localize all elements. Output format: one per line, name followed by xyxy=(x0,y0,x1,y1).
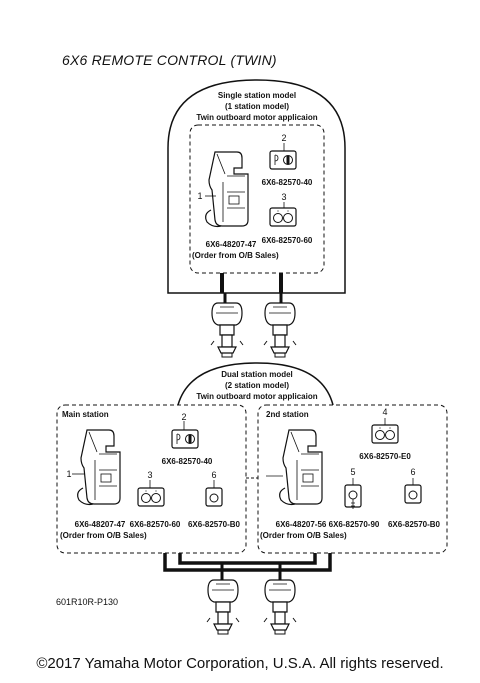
single-station-heading-2: (1 station model) xyxy=(224,102,289,111)
dual-station-heading-3: Twin outboard motor applicaion xyxy=(196,392,318,401)
second-item-6-part: 6X6-82570-B0 xyxy=(387,520,441,529)
single-station-heading-3: Twin outboard motor applicaion xyxy=(196,113,318,122)
main-item-1-note: (Order from O/B Sales) xyxy=(60,531,147,540)
single-item-2-part: 6X6-82570-40 xyxy=(261,178,313,187)
second-station-dashed-box xyxy=(257,404,448,554)
main-station-dashed-box xyxy=(56,404,247,554)
second-item-1-note: (Order from O/B Sales) xyxy=(260,531,347,540)
second-item-5-number: 5 xyxy=(350,467,356,477)
main-item-1-part: 6X6-48207-47 xyxy=(74,520,126,529)
single-item-3-part: 6X6-82570-60 xyxy=(261,236,313,245)
second-item-1-part: 6X6-48207-56 xyxy=(275,520,327,529)
main-item-3-part: 6X6-82570-60 xyxy=(129,520,181,529)
single-item-1-number: 1 xyxy=(197,191,203,201)
main-item-1-number: 1 xyxy=(66,469,72,479)
single-item-1-note: (Order from O/B Sales) xyxy=(192,251,279,260)
main-item-2-part: 6X6-82570-40 xyxy=(161,457,213,466)
single-station-outline xyxy=(167,79,346,294)
dual-station-heading-2: (2 station model) xyxy=(224,381,289,390)
single-item-3-number: 3 xyxy=(281,192,287,202)
single-station-heading-1: Single station model xyxy=(217,91,297,100)
second-item-5-part: 6X6-82570-90 xyxy=(328,520,380,529)
single-item-1-part: 6X6-48207-47 xyxy=(205,240,257,249)
main-item-2-number: 2 xyxy=(181,412,187,422)
main-item-3-number: 3 xyxy=(147,470,153,480)
main-item-6-part: 6X6-82570-B0 xyxy=(187,520,241,529)
second-station-label: 2nd station xyxy=(266,410,309,419)
dual-station-heading-1: Dual station model xyxy=(221,370,293,379)
second-item-4-number: 4 xyxy=(382,407,388,417)
second-item-6-number: 6 xyxy=(410,467,416,477)
main-station-label: Main station xyxy=(62,410,109,419)
reference-code: 601R10R-P130 xyxy=(56,597,119,607)
copyright-footer: ©2017 Yamaha Motor Corporation, U.S.A. A… xyxy=(36,655,444,672)
diagram-title: 6X6 REMOTE CONTROL (TWIN) xyxy=(62,52,277,68)
main-item-6-number: 6 xyxy=(211,470,217,480)
dual-station-arch xyxy=(177,362,334,406)
second-item-4-part: 6X6-82570-E0 xyxy=(359,452,411,461)
single-item-2-number: 2 xyxy=(281,133,287,143)
single-station-dashed-box xyxy=(189,124,325,274)
